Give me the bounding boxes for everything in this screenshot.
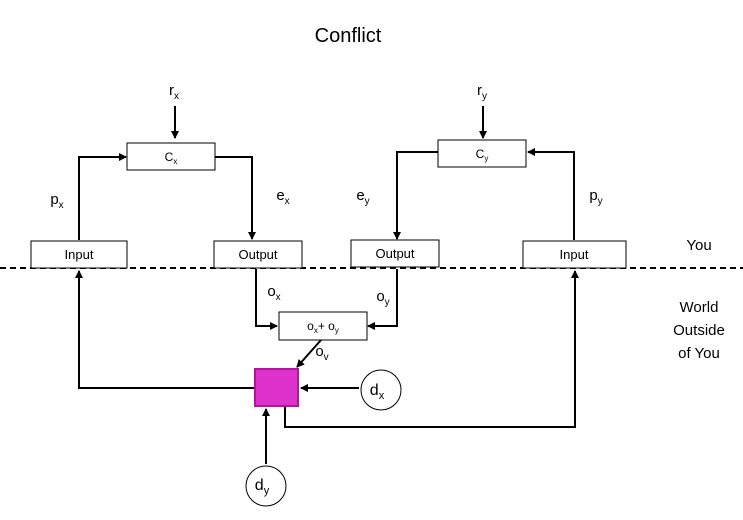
svg-text:Input: Input bbox=[65, 247, 94, 262]
ey-label: ey bbox=[356, 187, 369, 207]
env-to-input-right bbox=[284, 270, 579, 428]
ox-wire bbox=[255, 269, 278, 330]
svg-text:Output: Output bbox=[375, 246, 414, 261]
svg-text:Output: Output bbox=[238, 247, 277, 262]
rx-label: rx bbox=[169, 82, 179, 102]
ex-label: ex bbox=[276, 187, 289, 207]
py-label: py bbox=[589, 187, 602, 207]
ov-label: ov bbox=[315, 343, 328, 363]
sum-box: ox+ oy bbox=[278, 311, 368, 341]
you-label: You bbox=[686, 237, 711, 254]
world-label-line3: of You bbox=[678, 345, 720, 362]
svg-text:Cy: Cy bbox=[476, 147, 489, 163]
diagram-title: Conflict bbox=[315, 25, 382, 47]
output-box-right: Output bbox=[350, 239, 440, 268]
oy-label: oy bbox=[376, 288, 389, 308]
input-box-right: Input bbox=[522, 240, 627, 269]
ov-arrow bbox=[296, 339, 322, 368]
ry-label: ry bbox=[477, 82, 487, 102]
oy-wire bbox=[367, 269, 398, 330]
svg-text:dy: dy bbox=[255, 477, 270, 497]
cy-box: Cy bbox=[437, 139, 527, 168]
ox-label: ox bbox=[267, 283, 280, 303]
svg-text:ox+ oy: ox+ oy bbox=[307, 319, 339, 335]
py-wire bbox=[527, 148, 575, 240]
px-label: px bbox=[50, 191, 63, 211]
svg-text:Input: Input bbox=[560, 247, 589, 262]
px-wire bbox=[78, 153, 127, 240]
world-label-line2: Outside bbox=[673, 322, 725, 339]
svg-text:dx: dx bbox=[370, 382, 385, 402]
world-label-line1: World bbox=[680, 299, 719, 316]
environment-box bbox=[254, 368, 299, 407]
ey-wire bbox=[393, 151, 438, 240]
input-box-left: Input bbox=[30, 240, 128, 269]
ex-wire bbox=[215, 156, 256, 240]
cx-box: Cx bbox=[126, 142, 216, 171]
svg-text:Cx: Cx bbox=[165, 150, 178, 166]
dx-circle: dx bbox=[360, 369, 402, 411]
output-box-left: Output bbox=[213, 240, 303, 269]
env-to-input-left bbox=[75, 270, 255, 389]
dy-circle: dy bbox=[245, 465, 287, 507]
